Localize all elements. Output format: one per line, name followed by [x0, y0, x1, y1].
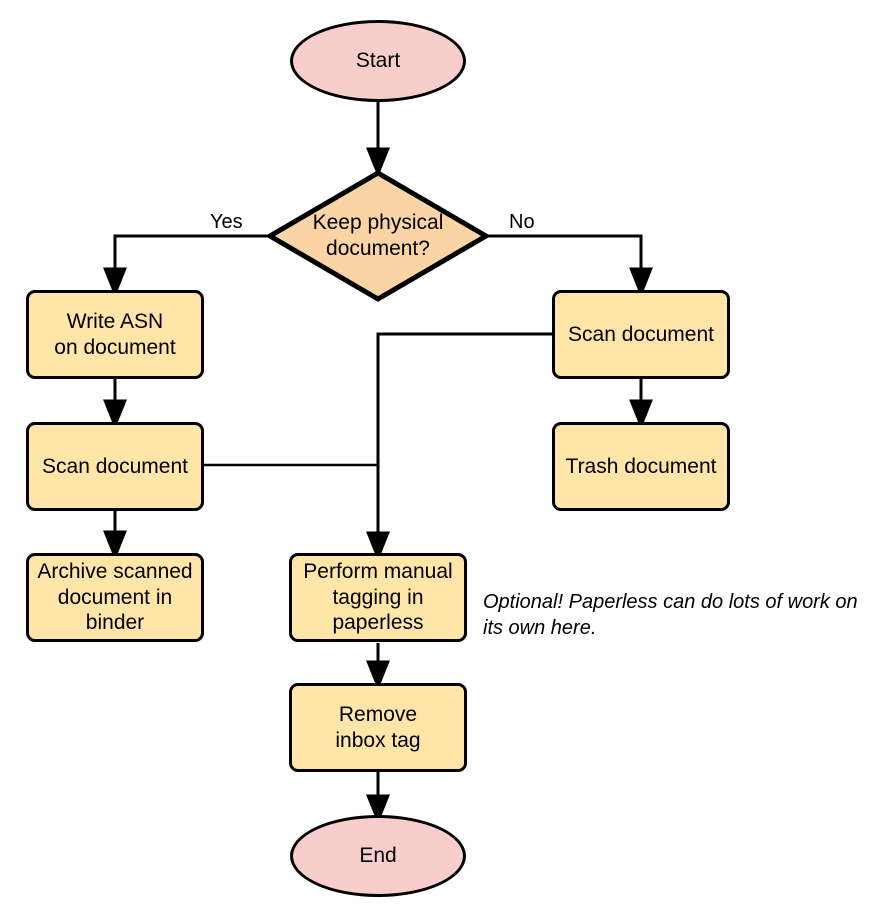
node-end-label: End	[359, 844, 397, 868]
diamond-shape	[267, 170, 489, 302]
node-scan-document-left-label: Scan document	[42, 454, 188, 478]
node-scan-document-right[interactable]: Scan document	[552, 290, 730, 379]
note-optional-paperless: Optional! Paperless can do lots of work …	[483, 591, 858, 639]
node-scan-document-right-label: Scan document	[568, 322, 714, 346]
node-end[interactable]: End	[290, 815, 466, 897]
edge-label-yes: Yes	[210, 211, 243, 233]
node-scan-document-left[interactable]: Scan document	[26, 422, 204, 511]
edge-decision-no-to-scan-right	[489, 234, 653, 298]
node-decision-label: Keep physical document?	[312, 211, 444, 260]
node-perform-manual-tagging[interactable]: Perform manual tagging in paperless	[289, 553, 467, 642]
node-remove-inbox-tag[interactable]: Remove inbox tag	[289, 683, 467, 772]
node-trash-document-label: Trash document	[565, 454, 717, 478]
node-start-label: Start	[355, 49, 401, 73]
node-decision-keep-physical-document[interactable]: Keep physical document?	[267, 170, 489, 302]
node-perform-manual-tagging-label: Perform manual tagging in paperless	[303, 560, 453, 635]
node-trash-document[interactable]: Trash document	[552, 422, 730, 511]
node-start[interactable]: Start	[290, 20, 466, 102]
node-archive-scanned-document[interactable]: Archive scanned document in binder	[26, 553, 204, 642]
node-remove-inbox-tag-label: Remove inbox tag	[335, 702, 421, 752]
edge-label-no: No	[509, 211, 535, 233]
node-archive-label: Archive scanned document in binder	[37, 560, 193, 635]
node-write-asn-on-document[interactable]: Write ASN on document	[26, 290, 204, 379]
edge-decision-yes-to-write-asn	[103, 234, 267, 298]
node-write-asn-label: Write ASN on document	[54, 309, 176, 359]
edge-scan-right-to-tagging	[366, 332, 552, 562]
